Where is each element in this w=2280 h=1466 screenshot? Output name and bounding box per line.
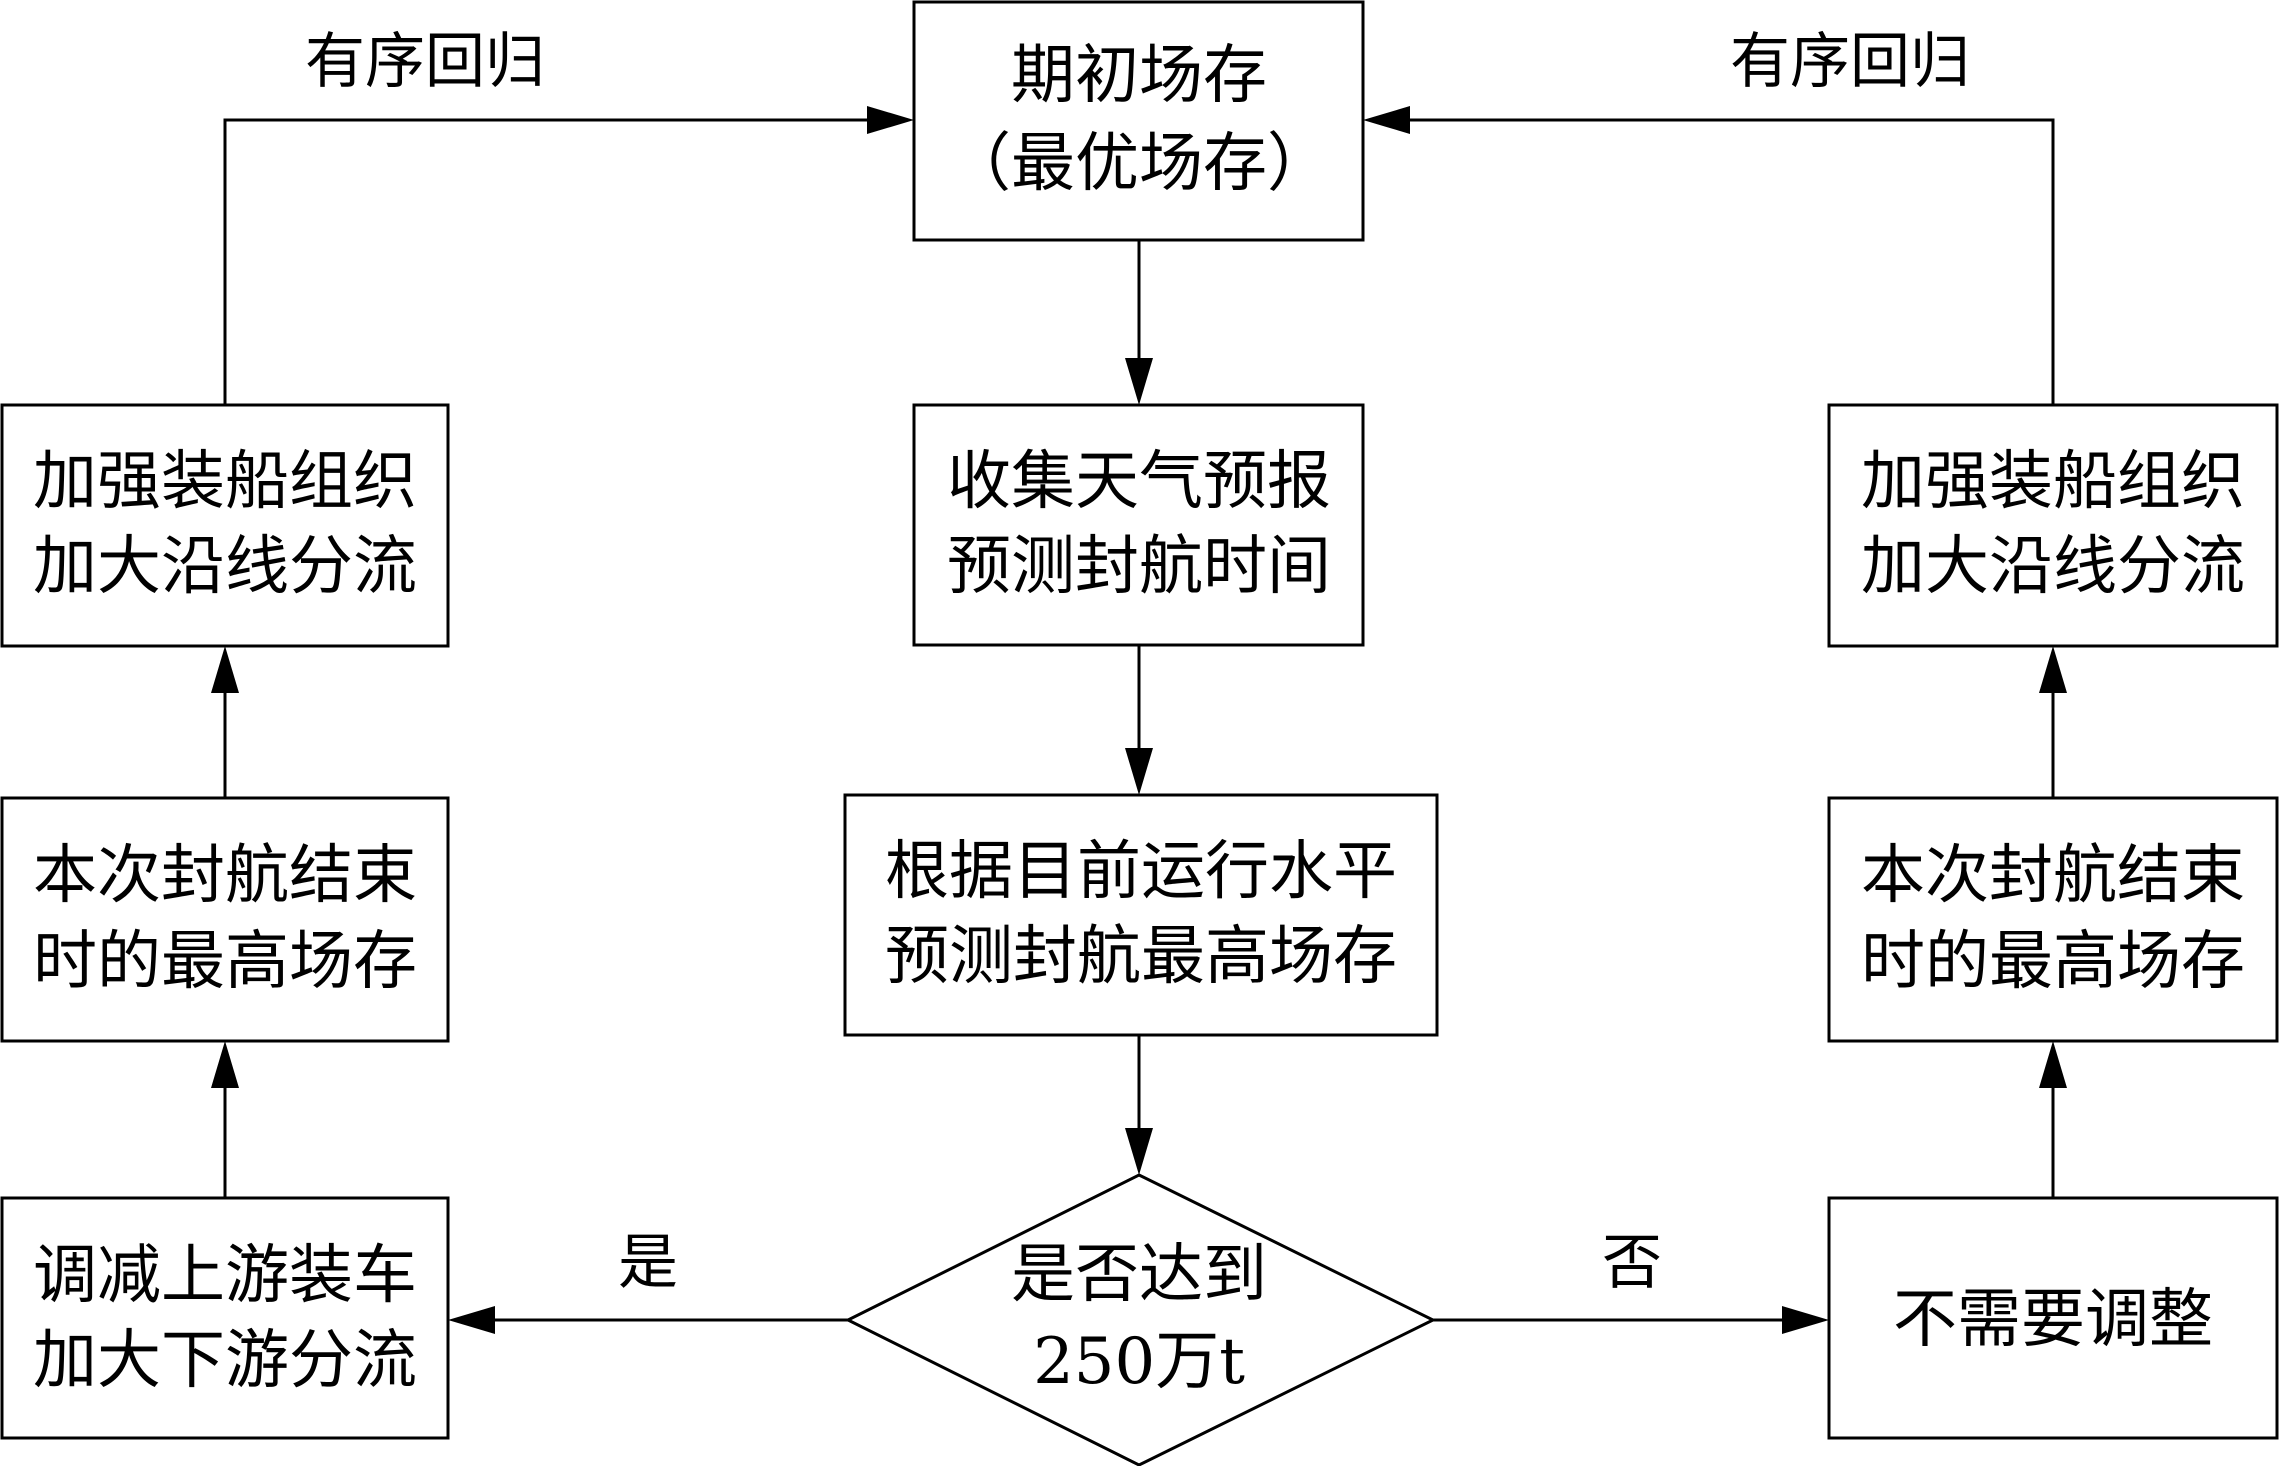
edge-label-yes: 是 bbox=[618, 1228, 678, 1298]
arrowhead-initial-right bbox=[1363, 106, 1410, 134]
node-strengthen-right-line2: 加大沿线分流 bbox=[1861, 530, 2245, 604]
node-initial-stock: 期初场存 （最优场存） bbox=[912, 0, 1365, 242]
edge-strengthenleft-to-initial bbox=[223, 118, 867, 405]
node-strengthen-left-line2: 加大沿线分流 bbox=[33, 530, 417, 604]
node-strengthen-right-line1: 加强装船组织 bbox=[1861, 445, 2245, 519]
node-decision-line2: 250万t bbox=[1033, 1325, 1245, 1399]
node-max-stock-left: 本次封航结束 时的最高场存 bbox=[0, 796, 450, 1043]
arrowhead-maxright bbox=[2039, 1041, 2067, 1088]
node-max-stock-right-line1: 本次封航结束 bbox=[1861, 839, 2245, 913]
node-strengthen-right: 加强装船组织 加大沿线分流 bbox=[1827, 403, 2279, 648]
node-max-stock-left-line2: 时的最高场存 bbox=[33, 925, 417, 999]
node-reduce-loading-line1: 调减上游装车 bbox=[33, 1239, 417, 1313]
connectors bbox=[211, 106, 2067, 1334]
arrowhead-initial-left bbox=[867, 106, 914, 134]
edge-strengthenright-to-initial bbox=[1410, 118, 2055, 405]
arrowhead-noadjust bbox=[1782, 1306, 1829, 1334]
node-strengthen-left: 加强装船组织 加大沿线分流 bbox=[0, 403, 450, 648]
node-predict-max-line2: 预测封航最高场存 bbox=[885, 920, 1397, 994]
arrowhead-decision bbox=[1125, 1128, 1153, 1175]
node-no-adjust: 不需要调整 bbox=[1827, 1196, 2279, 1440]
node-max-stock-right: 本次封航结束 时的最高场存 bbox=[1827, 796, 2279, 1043]
node-no-adjust-line1: 不需要调整 bbox=[1893, 1283, 2213, 1357]
node-reduce-loading-line2: 加大下游分流 bbox=[33, 1324, 417, 1398]
node-decision-line1: 是否达到 bbox=[1011, 1238, 1267, 1312]
node-collect-forecast: 收集天气预报 预测封航时间 bbox=[912, 403, 1365, 647]
node-decision: 是否达到 250万t bbox=[844, 1173, 1437, 1466]
arrowhead-predict bbox=[1125, 748, 1153, 795]
node-max-stock-left-line1: 本次封航结束 bbox=[33, 839, 417, 913]
node-reduce-loading: 调减上游装车 加大下游分流 bbox=[0, 1196, 450, 1440]
arrowhead-strengthenleft bbox=[211, 646, 239, 693]
node-collect-forecast-line1: 收集天气预报 bbox=[947, 445, 1331, 519]
arrowhead-maxleft bbox=[211, 1041, 239, 1088]
node-initial-stock-line1: 期初场存 bbox=[1011, 39, 1267, 113]
node-predict-max-line1: 根据目前运行水平 bbox=[885, 835, 1397, 909]
node-predict-max: 根据目前运行水平 预测封航最高场存 bbox=[843, 793, 1439, 1037]
edge-label-no: 否 bbox=[1602, 1228, 1662, 1298]
arrowhead-strengthenright bbox=[2039, 646, 2067, 693]
node-max-stock-right-line2: 时的最高场存 bbox=[1861, 925, 2245, 999]
node-strengthen-left-line1: 加强装船组织 bbox=[33, 445, 417, 519]
arrowhead-forecast bbox=[1125, 358, 1153, 405]
arrowhead-reduce bbox=[448, 1306, 495, 1334]
edge-label-return-right: 有序回归 bbox=[1730, 27, 1970, 97]
edge-label-return-left: 有序回归 bbox=[305, 27, 545, 97]
node-collect-forecast-line2: 预测封航时间 bbox=[947, 530, 1331, 604]
node-initial-stock-line2: （最优场存） bbox=[947, 127, 1331, 201]
